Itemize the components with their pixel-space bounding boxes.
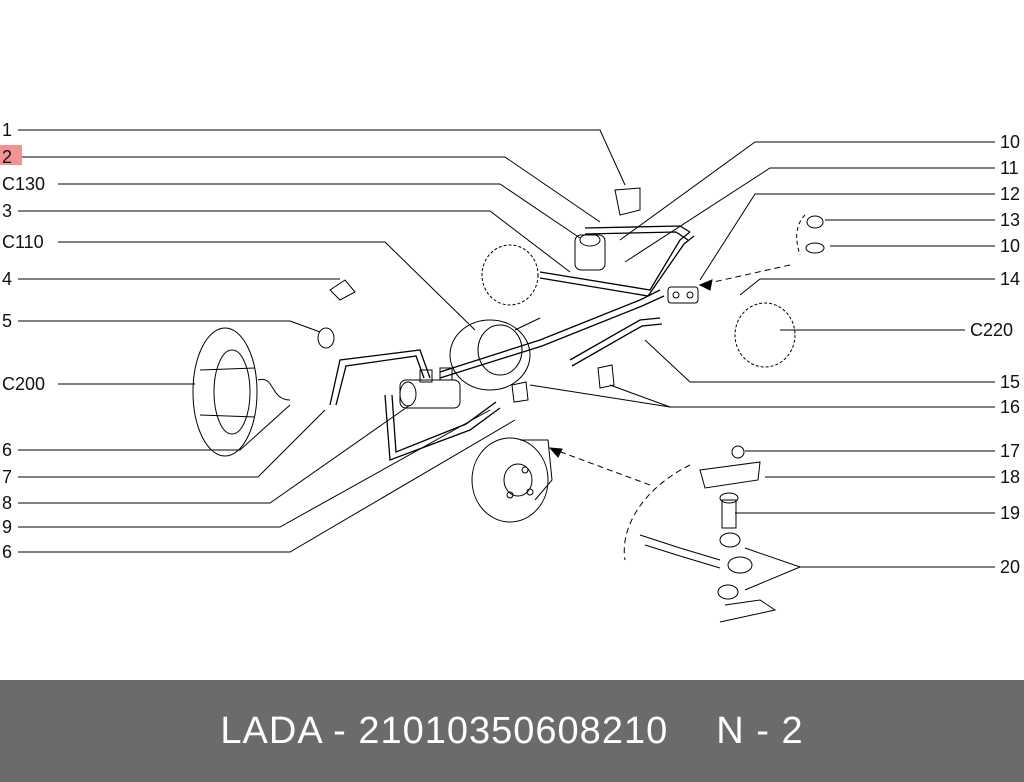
clip-part-16	[597, 364, 615, 389]
label-6b: 6	[2, 542, 13, 562]
footer-brand-part: LADA - 21010350608210	[220, 709, 669, 752]
label-17: 17	[1000, 441, 1021, 461]
leader-20	[744, 547, 995, 568]
leader-9	[18, 409, 491, 528]
footer-ref: N - 2	[716, 709, 804, 752]
label-c110: C110	[2, 232, 44, 252]
label-8: 8	[2, 493, 13, 513]
brake-hose-assembly	[639, 445, 777, 623]
front-left-disc	[192, 327, 291, 457]
bracket-part	[614, 187, 641, 216]
leader-20b	[744, 566, 801, 591]
label-10a: 10	[1000, 132, 1021, 152]
label-15: 15	[1000, 372, 1021, 392]
leader-10a	[619, 141, 995, 241]
rear-drum-brake	[481, 244, 796, 368]
dashed-arc-lower	[623, 464, 691, 561]
leader-c110	[58, 241, 476, 331]
label-7: 7	[2, 467, 13, 487]
leader-7	[18, 409, 326, 478]
label-1: 1	[2, 120, 13, 140]
leader-c130	[58, 183, 581, 239]
dashed-arc-upper	[796, 214, 806, 256]
label-12: 12	[1000, 184, 1021, 204]
brake-pipe-cross	[439, 289, 661, 373]
brake-pipe-lower	[384, 394, 501, 461]
brake-pipe-rear	[569, 317, 661, 361]
label-2: 2	[2, 147, 13, 167]
label-c130: C130	[2, 174, 46, 194]
label-14: 14	[1000, 269, 1021, 289]
label-10b: 10	[1000, 236, 1021, 256]
grommet-part-5	[317, 327, 335, 349]
leader-8	[18, 404, 411, 504]
leader-15	[644, 339, 995, 383]
dashed-arrow-upper	[699, 264, 791, 286]
label-19: 19	[1000, 503, 1021, 523]
label-9: 9	[2, 517, 13, 537]
leader-11	[624, 167, 995, 263]
brake-pipe-upper	[584, 225, 691, 233]
footer-bar: LADA - 21010350608210 N - 2	[0, 680, 1024, 782]
brake-pipe-left	[329, 349, 431, 406]
leader-2	[22, 156, 601, 223]
label-20: 20	[1000, 557, 1021, 577]
label-13: 13	[1000, 210, 1021, 230]
leader-16b	[529, 384, 671, 408]
pressure-regulator	[574, 233, 606, 271]
leader-3	[18, 210, 571, 273]
brake-booster	[449, 317, 541, 391]
label-c220: C220	[970, 320, 1014, 340]
label-c200: C200	[2, 374, 46, 394]
label-6a: 6	[2, 440, 13, 460]
leader-6a	[18, 404, 291, 451]
leader-5	[18, 320, 321, 333]
nut-washer	[805, 215, 825, 254]
brake-system-diagram	[18, 129, 995, 623]
brake-pipe-main	[539, 231, 691, 291]
tee-connector	[667, 286, 699, 304]
leader-1	[18, 129, 626, 186]
label-18: 18	[1000, 467, 1021, 487]
label-5: 5	[2, 311, 13, 331]
master-cylinder	[399, 367, 461, 409]
label-11: 11	[1000, 158, 1019, 178]
label-4: 4	[2, 269, 13, 289]
leader-14	[739, 278, 995, 296]
front-right-disc	[471, 437, 553, 523]
label-3: 3	[2, 201, 13, 221]
connector-part-4	[329, 279, 356, 301]
dashed-arrow-lower	[549, 447, 651, 486]
label-16: 16	[1000, 397, 1021, 417]
highlight-marker	[0, 145, 22, 165]
leader-12	[699, 193, 995, 281]
leader-16	[609, 384, 995, 408]
leader-6b	[18, 419, 516, 553]
